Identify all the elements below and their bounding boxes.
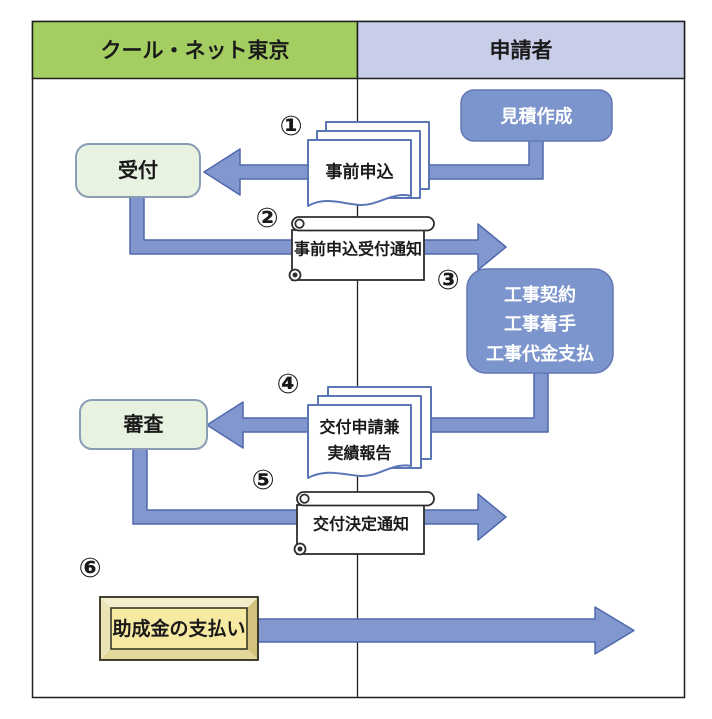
node-reception-label: 受付 [118, 158, 158, 182]
step-number-2: ② [256, 203, 279, 233]
scroll-top-curl [299, 493, 310, 504]
scroll-top-roll [291, 216, 435, 232]
doc-grant-application-label-line2: 実績報告 [327, 444, 391, 463]
scroll-pre-application-notice: 事前申込受付通知 [288, 216, 435, 282]
scroll-bottom-curl-dot [292, 272, 298, 278]
node-construction-label-start: 工事着手 [504, 313, 576, 334]
node-construction-label-contract: 工事契約 [504, 284, 576, 305]
header-right-cell [356, 20, 686, 80]
step-number-5: ⑤ [252, 465, 275, 495]
doc-grant-application-label-line1: 交付申請兼 [319, 418, 399, 437]
step-number-4: ④ [277, 369, 300, 399]
scroll-body [296, 504, 425, 555]
scroll-grant-decision-notice-label: 交付決定通知 [313, 515, 409, 534]
scroll-bottom-curl-dot [297, 546, 303, 552]
node-reception-box [75, 143, 201, 198]
scroll-grant-decision-notice: 交付決定通知 [293, 491, 435, 556]
node-estimate-box [460, 89, 613, 142]
node-subsidy-payment: 助成金の支払い [99, 596, 259, 661]
header-left-label: クール・ネット東京 [101, 39, 290, 63]
doc-pre-application: 事前申込 [307, 121, 430, 207]
node-estimate: 見積作成 [460, 89, 613, 142]
step-number-6: ⑥ [79, 553, 102, 583]
header-row: クール・ネット東京 申請者 [31, 20, 686, 80]
header-right-label: 申請者 [490, 39, 553, 63]
node-examination-label: 審査 [123, 412, 164, 436]
doc-grant-application: 交付申請兼 実績報告 [307, 386, 432, 479]
node-subsidy-payment-label: 助成金の支払い [112, 617, 245, 640]
scroll-top-roll [296, 491, 435, 507]
node-estimate-label: 見積作成 [500, 106, 573, 127]
doc-pre-application-label: 事前申込 [326, 162, 394, 182]
doc-page-front [307, 139, 412, 207]
scroll-top-curl [294, 218, 305, 229]
bevel-top [100, 597, 258, 608]
bevel-right [247, 597, 258, 660]
doc-page-front [307, 404, 412, 479]
node-examination: 審査 [79, 399, 208, 450]
node-reception: 受付 [75, 143, 201, 198]
scroll-pre-application-notice-label: 事前申込受付通知 [294, 240, 422, 259]
arrow-step6 [253, 606, 635, 655]
bevel-inner-panel [110, 607, 248, 650]
step-number-3: ③ [437, 265, 460, 295]
header-left-cell [31, 20, 359, 80]
scroll-body [291, 229, 425, 281]
bevel-outer-border [99, 596, 259, 661]
node-construction: 工事契約 工事着手 工事代金支払 [466, 268, 614, 374]
step-numbers: ① ② ③ ④ ⑤ ⑥ [79, 111, 460, 583]
bevel-left [100, 597, 111, 660]
node-construction-box [466, 268, 614, 374]
step-number-1: ① [280, 111, 303, 141]
node-examination-box [79, 399, 208, 450]
bevel-bottom [100, 649, 258, 660]
node-construction-label-payment: 工事代金支払 [486, 343, 594, 364]
